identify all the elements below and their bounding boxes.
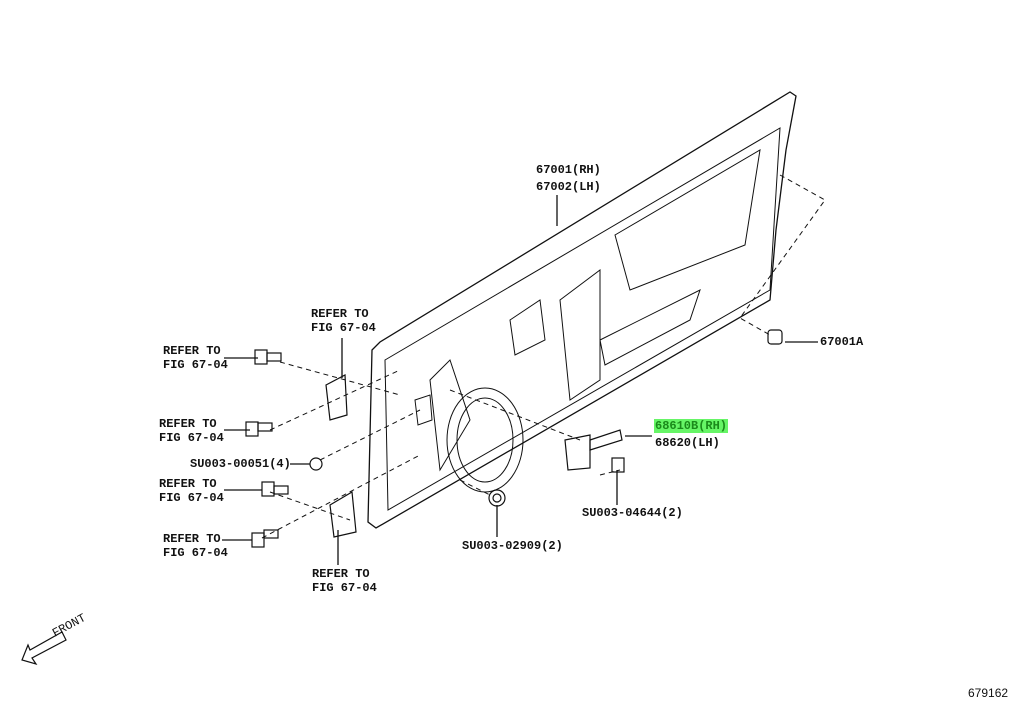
refer-fig: FIG 67-04 (163, 546, 228, 560)
parts-shapes (245, 329, 783, 548)
label-67001-rh[interactable]: 67001(RH) (536, 163, 601, 177)
refer-fig: FIG 67-04 (163, 358, 228, 372)
front-arrow-icon (21, 631, 67, 666)
label-68610b-rh-highlighted[interactable]: 68610B(RH) (654, 419, 729, 433)
label-su003-00051[interactable]: SU003-00051(4) (190, 457, 291, 471)
door-inner-edge (384, 127, 781, 511)
figure-number: 679162 (968, 686, 1009, 700)
refer-line: REFER TO (311, 307, 369, 321)
refer-fig: FIG 67-04 (159, 491, 224, 505)
label-su003-04644[interactable]: SU003-04644(2) (582, 506, 683, 520)
label-68620-lh[interactable]: 68620(LH) (655, 436, 720, 450)
refer-fig: FIG 67-04 (312, 581, 377, 595)
refer-fig: FIG 67-04 (159, 431, 224, 445)
refer-line: REFER TO (163, 532, 221, 546)
refer-line: REFER TO (159, 477, 217, 491)
refer-fig: FIG 67-04 (311, 321, 376, 335)
label-67001a[interactable]: 67001A (820, 335, 864, 349)
refer-line: REFER TO (312, 567, 370, 581)
label-67002-lh[interactable]: 67002(LH) (536, 180, 601, 194)
refer-line: REFER TO (159, 417, 217, 431)
label-su003-02909[interactable]: SU003-02909(2) (462, 539, 563, 553)
refer-line: REFER TO (163, 344, 221, 358)
door-panel-outline (367, 91, 797, 529)
